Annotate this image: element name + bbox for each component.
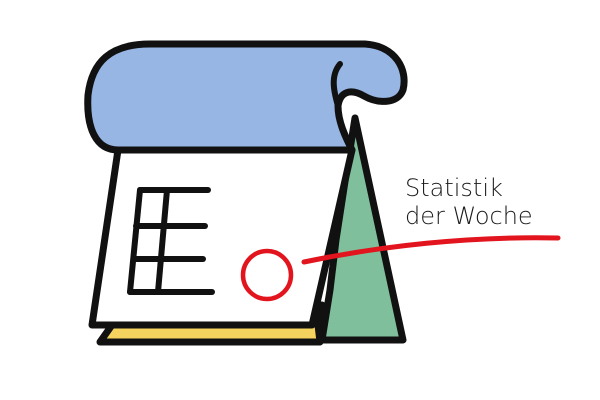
calendar-page (88, 146, 356, 329)
caption-line-2: der Woche (405, 202, 533, 230)
binding-curl (330, 61, 343, 109)
highlight-circle (240, 248, 294, 302)
calendar-grid (127, 187, 215, 295)
caption-line-1: Statistik (405, 174, 503, 202)
highlight-pointer (301, 235, 561, 265)
